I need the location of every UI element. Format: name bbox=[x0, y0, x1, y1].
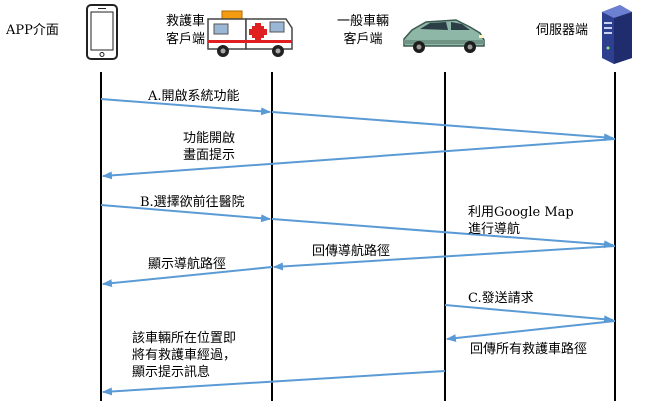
arrow-open-system bbox=[100, 98, 271, 116]
smartphone-icon bbox=[86, 4, 118, 60]
message-label-show-alert-line2: 將有救護車經過， bbox=[132, 348, 237, 363]
message-label-show-alert: 該車輛所在位置即 將有救護車經過， 顯示提示訊息 bbox=[132, 330, 236, 381]
actor-label-ambulance-line2: 客戶端 bbox=[166, 32, 206, 47]
message-label-screen-prompt-line2: 畫面提示 bbox=[183, 148, 236, 163]
server-icon bbox=[602, 5, 632, 64]
message-label-return-ambulance-routes: 回傳所有救護車路徑 bbox=[470, 342, 588, 357]
actor-label-vehicle-line2: 客戶端 bbox=[343, 32, 383, 47]
message-label-google-map-line1: 利用Google Map bbox=[468, 205, 574, 220]
car-icon bbox=[403, 19, 485, 53]
message-label-return-route: 回傳導航路徑 bbox=[312, 244, 391, 259]
arrow-select-hospital-forward bbox=[271, 218, 614, 249]
message-label-show-alert-line3: 顯示提示訊息 bbox=[132, 365, 211, 380]
arrow-show-route bbox=[102, 266, 273, 288]
message-label-open-system: A.開啟系統功能 bbox=[148, 89, 240, 104]
actor-label-vehicle: 一般車輛 客戶端 bbox=[337, 13, 389, 49]
arrow-select-hospital bbox=[100, 204, 271, 223]
message-label-screen-prompt: 功能開啟 畫面提示 bbox=[183, 130, 235, 164]
ambulance-icon bbox=[207, 10, 293, 57]
arrow-send-request bbox=[444, 304, 614, 324]
message-label-select-hospital: B.選擇欲前往醫院 bbox=[140, 195, 245, 210]
actor-label-ambulance-line1: 救護車 bbox=[166, 14, 206, 29]
arrow-show-alert bbox=[102, 370, 446, 396]
actor-label-app: APP介面 bbox=[6, 23, 59, 38]
actor-label-ambulance: 救護車 客戶端 bbox=[166, 13, 205, 49]
actor-label-vehicle-line1: 一般車輛 bbox=[337, 14, 390, 29]
arrow-open-system-forward bbox=[271, 111, 614, 142]
arrow-return-route bbox=[273, 245, 616, 271]
message-label-show-route: 顯示導航路徑 bbox=[148, 257, 227, 272]
actor-label-server: 伺服器端 bbox=[536, 23, 589, 38]
message-label-google-map-line2: 進行導航 bbox=[468, 222, 521, 237]
message-label-google-map: 利用Google Map 進行導航 bbox=[468, 204, 574, 238]
message-label-send-request: C.發送請求 bbox=[468, 291, 534, 306]
message-label-show-alert-line1: 該車輛所在位置即 bbox=[132, 331, 237, 346]
message-label-screen-prompt-line1: 功能開啟 bbox=[183, 131, 236, 146]
arrow-screen-prompt bbox=[102, 138, 616, 180]
arrow-return-ambulance-routes bbox=[446, 320, 616, 343]
